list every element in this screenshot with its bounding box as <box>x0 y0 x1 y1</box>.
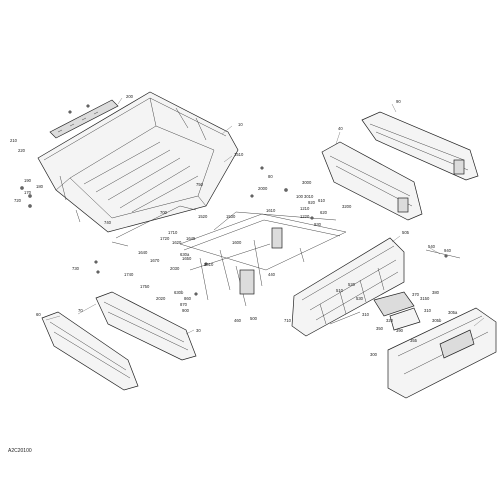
callout-30: 30 <box>196 328 201 333</box>
callout-3000: 3000 <box>302 180 312 185</box>
callout-530: 530 <box>356 296 364 301</box>
bracket-200 <box>49 99 119 139</box>
callout-1210: 1210 <box>300 206 310 211</box>
callout-100: 100 <box>296 194 304 199</box>
side-panel-90 <box>361 111 479 181</box>
callout-305b: 305b <box>432 318 442 323</box>
callout-870: 870 <box>180 302 188 307</box>
callout-1750: 1750 <box>140 284 150 289</box>
callout-930: 930 <box>314 222 322 227</box>
callout-720: 720 <box>14 198 22 203</box>
callout-710: 710 <box>284 318 292 323</box>
callout-700: 700 <box>160 210 168 215</box>
callout-3010: 3010 <box>304 194 314 199</box>
callout-1640: 1640 <box>138 250 148 255</box>
callout-2030: 2030 <box>170 266 180 271</box>
callout-300: 300 <box>370 352 378 357</box>
callout-labels: 200 210 220 10 1510 190 180 170 720 40 9… <box>10 94 458 357</box>
callout-920: 920 <box>308 200 316 205</box>
callout-210: 210 <box>10 138 18 143</box>
callout-1220: 1220 <box>300 214 310 219</box>
callout-1720: 1720 <box>160 236 170 241</box>
callout-740: 740 <box>104 220 112 225</box>
fasteners <box>20 104 448 296</box>
callout-2010: 2010 <box>204 262 214 267</box>
callout-1510: 1510 <box>234 152 244 157</box>
callout-1670: 1670 <box>150 258 160 263</box>
callout-355: 355 <box>410 338 418 343</box>
callout-900: 900 <box>182 308 190 313</box>
callout-370: 370 <box>412 292 420 297</box>
callout-60: 60 <box>36 312 41 317</box>
callout-2000: 2000 <box>258 186 268 191</box>
callout-440: 440 <box>268 272 276 277</box>
callout-500: 500 <box>250 316 258 321</box>
callout-1740: 1740 <box>124 272 134 277</box>
callout-620: 620 <box>320 210 328 215</box>
tailgate-panel-300 <box>387 307 497 399</box>
callout-750: 750 <box>196 182 204 187</box>
callout-460: 460 <box>234 318 242 323</box>
callout-170: 170 <box>24 190 32 195</box>
callout-200: 200 <box>126 94 134 99</box>
callout-1600: 1600 <box>232 240 242 245</box>
callout-390: 390 <box>396 328 404 333</box>
latch-assembly <box>329 249 461 331</box>
callout-940: 940 <box>444 248 452 253</box>
callout-520: 520 <box>348 282 356 287</box>
callout-730: 730 <box>72 266 80 271</box>
callout-505: 505 <box>402 230 410 235</box>
side-panel-60 <box>41 311 139 391</box>
callout-2020: 2020 <box>156 296 166 301</box>
callout-1610: 1610 <box>266 208 276 213</box>
callout-90: 90 <box>396 99 401 104</box>
callout-630a: 630a <box>180 252 190 257</box>
callout-540: 540 <box>428 244 436 249</box>
callout-1520: 1520 <box>198 214 208 219</box>
callout-320: 320 <box>386 318 394 323</box>
callout-1620: 1620 <box>172 240 182 245</box>
callout-630b: 630b <box>174 290 184 295</box>
callout-1530: 1530 <box>226 214 236 219</box>
callout-10: 10 <box>238 122 243 127</box>
callout-40: 40 <box>338 126 343 131</box>
callout-350: 350 <box>376 326 384 331</box>
callout-610: 610 <box>318 198 326 203</box>
tailgate-frame-505 <box>291 237 405 337</box>
callout-1645: 1645 <box>186 236 196 241</box>
cargo-box <box>37 91 239 233</box>
callout-310: 310 <box>362 312 370 317</box>
diagram-code: A2C20100 <box>8 448 32 454</box>
callout-190: 190 <box>24 178 32 183</box>
callout-510: 510 <box>336 288 344 293</box>
callout-70: 70 <box>78 308 83 313</box>
side-panel-40 <box>321 141 423 221</box>
callout-3150: 3150 <box>420 296 430 301</box>
callout-3200: 3200 <box>342 204 352 209</box>
callout-1650: 1650 <box>182 256 192 261</box>
callout-305a: 305a <box>448 310 458 315</box>
callout-80: 80 <box>268 174 273 179</box>
callout-180: 180 <box>36 184 44 189</box>
callout-220: 220 <box>18 148 26 153</box>
callout-310b: 310 <box>424 308 432 313</box>
leader-lines <box>45 97 485 335</box>
callout-860: 860 <box>184 296 192 301</box>
side-panel-30 <box>95 291 197 361</box>
callout-1710: 1710 <box>168 230 178 235</box>
callout-380: 380 <box>432 290 440 295</box>
support-frame <box>111 205 347 307</box>
